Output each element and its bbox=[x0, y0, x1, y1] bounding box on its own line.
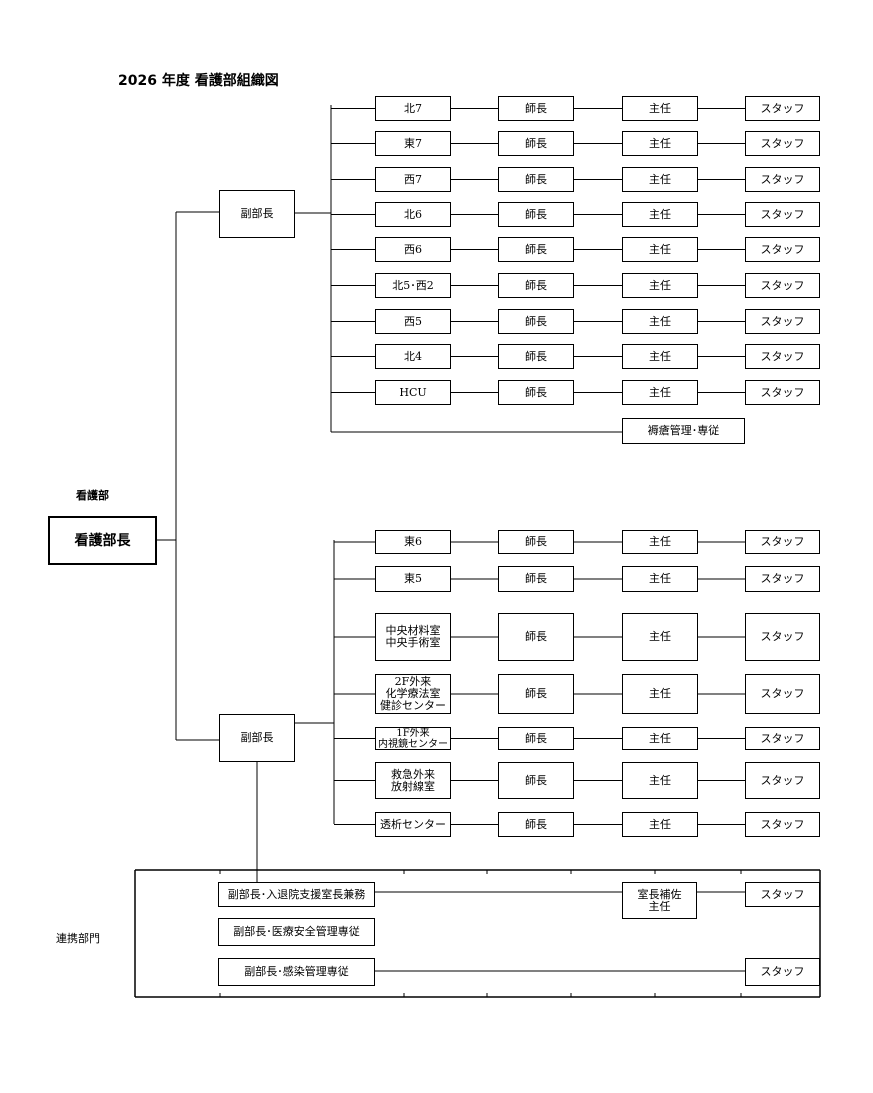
deputy-box-1: 副部長 bbox=[219, 190, 295, 238]
staff-box: スタッフ bbox=[745, 309, 820, 334]
collab-staff-3: スタッフ bbox=[745, 958, 820, 986]
chief-box: 主任 bbox=[622, 727, 698, 750]
unit-box: 北7 bbox=[375, 96, 451, 121]
department-label: 看護部 bbox=[76, 489, 109, 502]
head-nurse-box: 師長 bbox=[498, 380, 574, 405]
head-nurse-box: 師長 bbox=[498, 309, 574, 334]
chief-box: 主任 bbox=[622, 96, 698, 121]
head-nurse-box: 師長 bbox=[498, 202, 574, 227]
chief-box: 主任 bbox=[622, 131, 698, 156]
head-nurse-box: 師長 bbox=[498, 762, 574, 799]
staff-box: スタッフ bbox=[745, 96, 820, 121]
unit-box: 西5 bbox=[375, 309, 451, 334]
unit-box: 西7 bbox=[375, 167, 451, 192]
unit-box: 1F外来 内視鏡センター bbox=[375, 727, 451, 750]
chief-box: 主任 bbox=[622, 202, 698, 227]
collab-deputy-admission: 副部長･入退院支援室長兼務 bbox=[218, 882, 375, 907]
page-title: 2026 年度 看護部組織図 bbox=[118, 73, 279, 89]
unit-box: 北4 bbox=[375, 344, 451, 369]
chief-box: 主任 bbox=[622, 762, 698, 799]
staff-box: スタッフ bbox=[745, 237, 820, 262]
staff-box: スタッフ bbox=[745, 762, 820, 799]
staff-box: スタッフ bbox=[745, 674, 820, 714]
head-nurse-box: 師長 bbox=[498, 674, 574, 714]
unit-box: 透析センター bbox=[375, 812, 451, 837]
staff-box: スタッフ bbox=[745, 167, 820, 192]
chief-box: 主任 bbox=[622, 613, 698, 661]
chief-box: 主任 bbox=[622, 344, 698, 369]
staff-box: スタッフ bbox=[745, 530, 820, 554]
chief-box: 主任 bbox=[622, 273, 698, 298]
head-nurse-box: 師長 bbox=[498, 812, 574, 837]
chief-box: 主任 bbox=[622, 237, 698, 262]
head-nurse-box: 師長 bbox=[498, 613, 574, 661]
head-nurse-box: 師長 bbox=[498, 727, 574, 750]
staff-box: スタッフ bbox=[745, 812, 820, 837]
collab-deputy-infection: 副部長･感染管理専従 bbox=[218, 958, 375, 986]
chief-box: 主任 bbox=[622, 309, 698, 334]
chief-box: 主任 bbox=[622, 167, 698, 192]
unit-box: 東6 bbox=[375, 530, 451, 554]
collab-staff-1: スタッフ bbox=[745, 882, 820, 907]
chief-box: 主任 bbox=[622, 812, 698, 837]
unit-box: 東7 bbox=[375, 131, 451, 156]
deputy-box-2: 副部長 bbox=[219, 714, 295, 762]
dedicated-box: 褥瘡管理･専従 bbox=[622, 418, 745, 444]
unit-box: 北6 bbox=[375, 202, 451, 227]
head-nurse-box: 師長 bbox=[498, 237, 574, 262]
head-nurse-box: 師長 bbox=[498, 566, 574, 592]
head-nurse-box: 師長 bbox=[498, 344, 574, 369]
unit-box: HCU bbox=[375, 380, 451, 405]
chief-box: 主任 bbox=[622, 674, 698, 714]
head-nurse-box: 師長 bbox=[498, 273, 574, 298]
collab-deputy-safety: 副部長･医療安全管理専従 bbox=[218, 918, 375, 946]
collab-assistant-chief: 室長補佐 主任 bbox=[622, 882, 697, 919]
head-nurse-box: 師長 bbox=[498, 131, 574, 156]
unit-box: 救急外来 放射線室 bbox=[375, 762, 451, 799]
unit-box: 西6 bbox=[375, 237, 451, 262]
staff-box: スタッフ bbox=[745, 131, 820, 156]
head-nurse-box: 師長 bbox=[498, 167, 574, 192]
unit-box: 東5 bbox=[375, 566, 451, 592]
staff-box: スタッフ bbox=[745, 344, 820, 369]
unit-box: 2F外来 化学療法室 健診センター bbox=[375, 674, 451, 714]
unit-box: 中央材料室 中央手術室 bbox=[375, 613, 451, 661]
chief-box: 主任 bbox=[622, 566, 698, 592]
staff-box: スタッフ bbox=[745, 380, 820, 405]
collab-label: 連携部門 bbox=[56, 932, 100, 945]
chief-box: 主任 bbox=[622, 530, 698, 554]
head-nurse-box: 師長 bbox=[498, 96, 574, 121]
staff-box: スタッフ bbox=[745, 202, 820, 227]
staff-box: スタッフ bbox=[745, 566, 820, 592]
head-nurse-box: 師長 bbox=[498, 530, 574, 554]
staff-box: スタッフ bbox=[745, 273, 820, 298]
unit-box: 北5･西2 bbox=[375, 273, 451, 298]
director-box: 看護部長 bbox=[48, 516, 157, 565]
chief-box: 主任 bbox=[622, 380, 698, 405]
staff-box: スタッフ bbox=[745, 727, 820, 750]
staff-box: スタッフ bbox=[745, 613, 820, 661]
